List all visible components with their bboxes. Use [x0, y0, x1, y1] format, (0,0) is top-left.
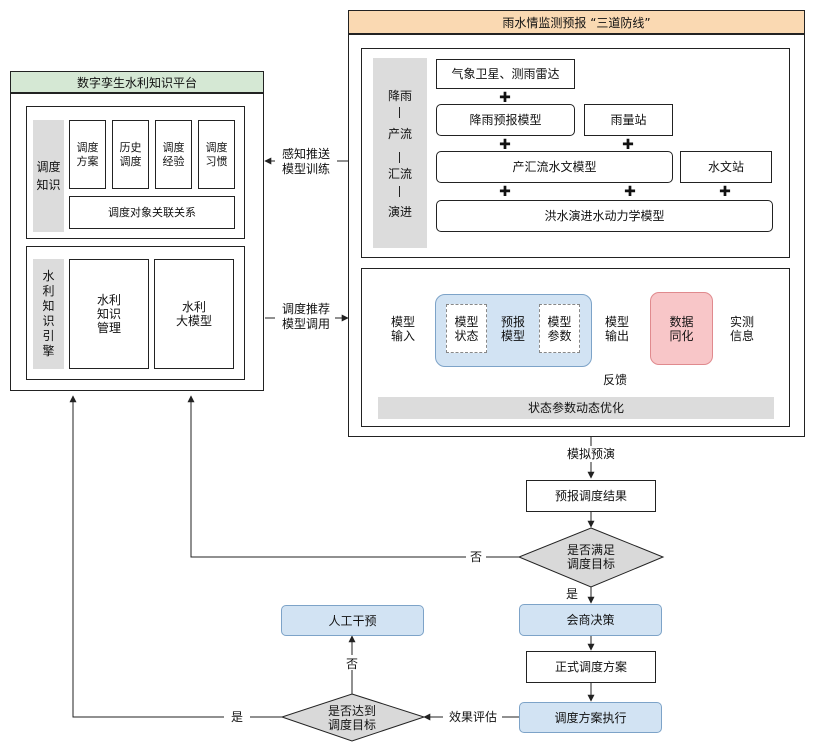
assimilation-box: 数据 同化 [650, 292, 713, 365]
process-chain [373, 58, 427, 248]
left-panel-title: 数字孪生水利知识平台 [10, 71, 264, 93]
plan-box: 正式调度方案 [526, 651, 656, 683]
model-param-box: 模型 参数 [539, 304, 580, 353]
item-history: 历史 调度 [112, 120, 149, 189]
yes-label: 是 [565, 587, 578, 601]
plus-icon: ✚ [499, 90, 511, 106]
item-plan: 调度 方案 [69, 120, 106, 189]
no2-label: 否 [345, 657, 358, 671]
item-experience: 调度 经验 [155, 120, 192, 189]
plus-icon: ✚ [622, 137, 634, 153]
manual-box: 人工干预 [281, 605, 424, 636]
reach-goal-diamond [280, 693, 426, 742]
chain-runoff: 产流 [387, 127, 412, 141]
knowledge-mgmt-box: 水利 知识 管理 [69, 259, 149, 369]
observed-label: 实测 信息 [729, 315, 754, 343]
execute-box: 调度方案执行 [519, 702, 662, 733]
plus-icon: ✚ [719, 184, 731, 200]
rain-station-box: 雨量站 [584, 104, 673, 136]
hydro-station-box: 水文站 [680, 151, 772, 183]
right-panel-title: 雨水情监测预报 “三道防线” [348, 10, 805, 34]
recommend-label: 调度推荐 模型调用 [281, 302, 330, 331]
meet-goal-diamond [517, 527, 665, 588]
yes-path [69, 395, 224, 718]
chain-rain: 降雨 [387, 89, 412, 103]
simulate-label: 模拟预演 [566, 447, 615, 461]
reach-goal-label: 是否达到 调度目标 [327, 704, 376, 732]
meet-goal-label: 是否满足 调度目标 [566, 543, 615, 571]
forecast-model-label: 预报 模型 [500, 314, 525, 343]
chain-sep [399, 152, 400, 163]
model-output-label: 模型 输出 [604, 315, 629, 343]
model-input-label: 模型 输入 [390, 315, 415, 343]
engine-label: 水 利 知 识 引 擎 [33, 259, 64, 369]
yes2-label: 是 [230, 710, 243, 724]
weather-box: 气象卫星、测雨雷达 [436, 59, 575, 89]
runoff-model-box: 产汇流水文模型 [436, 151, 673, 183]
sense-label: 感知推送 模型训练 [281, 147, 330, 176]
big-model-box: 水利 大模型 [154, 259, 234, 369]
no-path [187, 395, 466, 558]
chain-sep [399, 186, 400, 197]
feedback-label: 反馈 [598, 372, 632, 388]
consult-box: 会商决策 [519, 604, 662, 636]
result-box: 预报调度结果 [526, 480, 656, 512]
chain-confluence: 汇流 [387, 167, 412, 181]
knowledge-label: 调度 知识 [33, 120, 64, 232]
relation-box: 调度对象关联关系 [69, 196, 235, 229]
chain-sep [399, 107, 400, 118]
evaluate-label: 效果评估 [448, 710, 497, 724]
plus-icon: ✚ [499, 137, 511, 153]
no-label: 否 [469, 550, 482, 564]
optimize-bar: 状态参数动态优化 [378, 397, 774, 419]
item-habit: 调度 习惯 [198, 120, 235, 189]
plus-icon: ✚ [499, 184, 511, 200]
chain-evolution: 演进 [387, 205, 412, 219]
plus-icon: ✚ [624, 184, 636, 200]
model-state-box: 模型 状态 [446, 304, 487, 353]
flood-model-box: 洪水演进水动力学模型 [436, 200, 773, 232]
rain-model-box: 降雨预报模型 [436, 104, 575, 136]
